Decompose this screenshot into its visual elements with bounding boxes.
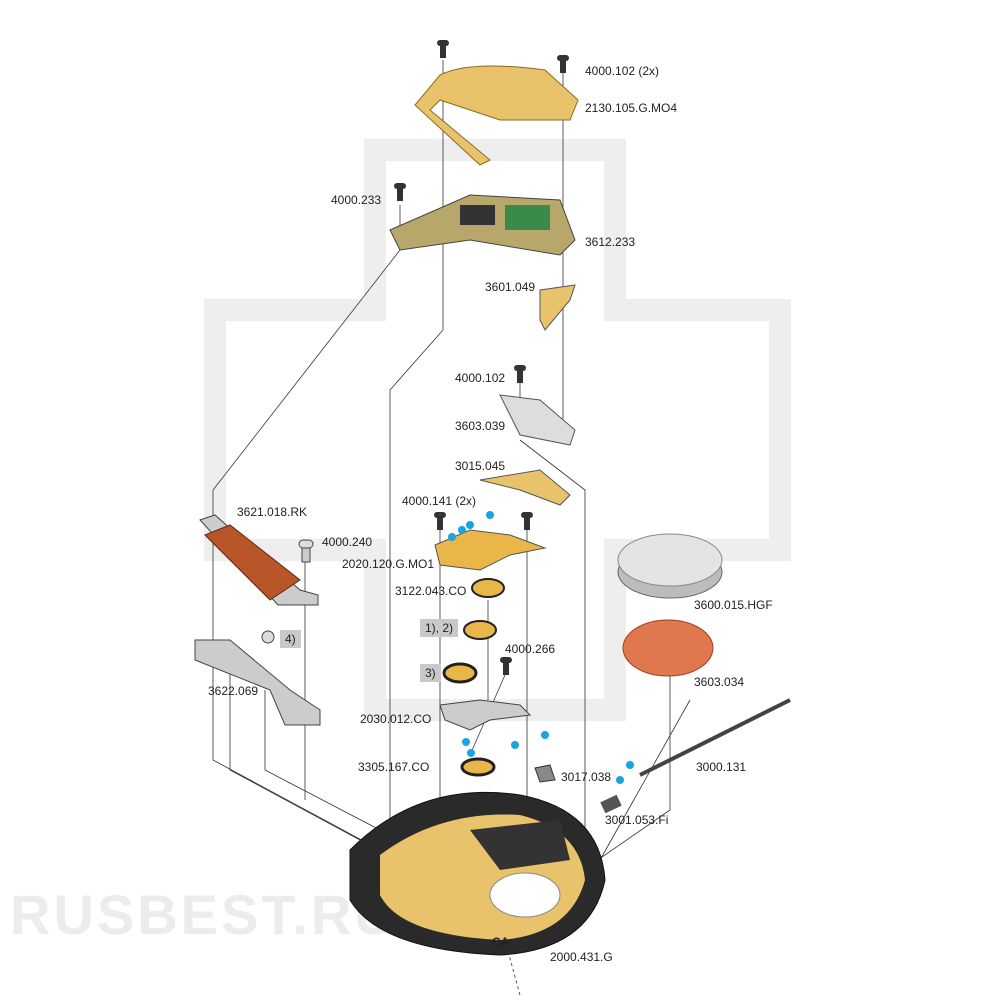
label-battery: 3600.015.HGF — [694, 598, 773, 612]
chip — [460, 205, 495, 225]
label-coil: 3621.018.RK — [237, 505, 308, 519]
note-tag-3: 3) — [420, 664, 441, 682]
watermark: RUSBEST.RU — [10, 883, 398, 946]
label-wheel-bridge: 2020.120.G.MO1 — [342, 557, 435, 571]
label-screw-coil: 4000.240 — [322, 535, 373, 549]
label-screws-wheel-bridge: 4000.141 (2x) — [402, 494, 477, 508]
wheel-3 — [442, 662, 478, 684]
wheel-bridge — [434, 529, 547, 571]
label-crown-part: 3001.053.Fi — [605, 813, 669, 827]
background-cross — [204, 139, 791, 721]
oil-drops — [448, 511, 634, 829]
screws — [394, 40, 569, 675]
label-wheel-3305: 3305.167.CO — [358, 760, 430, 774]
label-mainplate-mark: CA — [492, 935, 510, 949]
wheel-3305 — [460, 757, 496, 777]
part-3017 — [534, 764, 556, 783]
crown-part — [600, 794, 622, 814]
mainplate — [349, 791, 606, 956]
stem — [639, 698, 791, 777]
label-mainplate: 2000.431.G — [550, 950, 613, 964]
label-part-3603: 3603.039 — [455, 419, 506, 433]
label-wheel-3122: 3122.043.CO — [395, 584, 467, 598]
wheel-3122 — [471, 578, 505, 598]
coil — [204, 524, 301, 601]
label-screw-mid: 4000.102 — [455, 371, 506, 385]
bridge-2030 — [439, 699, 532, 731]
note-tag-4: 4) — [280, 630, 301, 648]
insulator — [622, 619, 714, 677]
small-screw — [261, 630, 275, 644]
note-tag-12: 1), 2) — [420, 619, 459, 637]
bridge-2130 — [414, 65, 579, 166]
label-lever: 3015.045 — [455, 459, 506, 473]
part-3603 — [499, 394, 576, 446]
label-screw-top: 4000.102 (2x) — [585, 64, 660, 78]
label-part-3017: 3017.038 — [561, 770, 612, 784]
contact-spring — [539, 284, 576, 331]
label-insulator: 3603.034 — [694, 675, 745, 689]
label-coil-plate: 3622.069 — [208, 684, 259, 698]
label-module: 3612.233 — [585, 235, 636, 249]
lever-3015 — [479, 469, 571, 506]
label-screw-module: 4000.233 — [331, 193, 382, 207]
coil-plate — [194, 639, 321, 726]
wheel-12 — [463, 620, 497, 640]
label-bridge-2030: 2030.012.CO — [360, 712, 432, 726]
circuit-board — [505, 205, 550, 230]
label-contact-spring: 3601.049 — [485, 280, 536, 294]
label-screw-266: 4000.266 — [505, 642, 556, 656]
label-stem: 3000.131 — [696, 760, 747, 774]
label-bridge: 2130.105.G.MO4 — [585, 101, 678, 115]
